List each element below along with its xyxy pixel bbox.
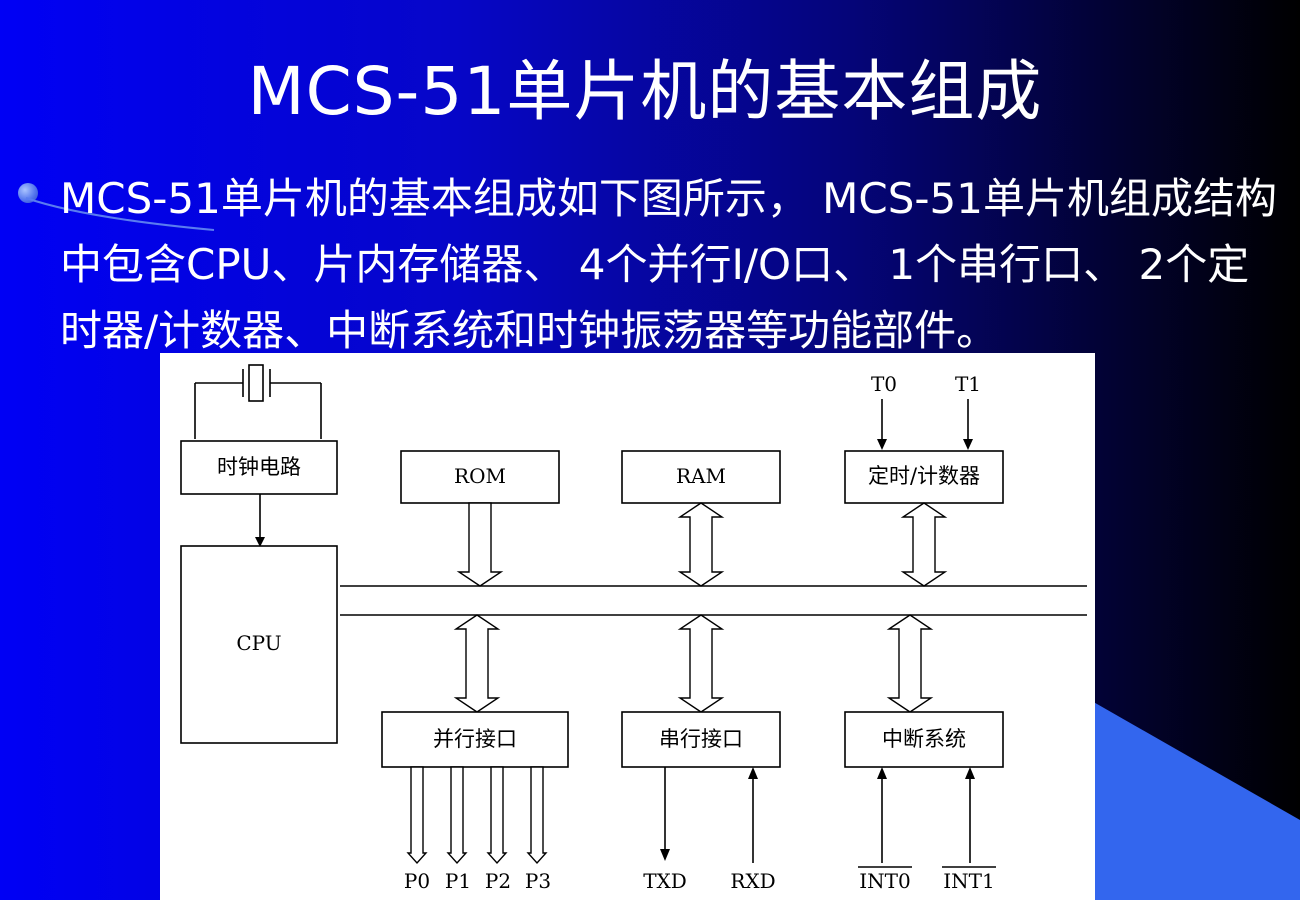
rom-label: ROM	[454, 464, 506, 488]
p0-label: P0	[404, 869, 430, 893]
rxd-arrow	[748, 767, 758, 779]
ram-bus-arrow	[677, 502, 725, 587]
interrupt-system-box	[844, 711, 1004, 768]
t1-label: T1	[955, 372, 981, 396]
rom-bus-arrow	[456, 502, 504, 587]
clock-circuit-label: 时钟电路	[217, 455, 301, 479]
timer-counter-label: 定时/计数器	[868, 464, 980, 488]
p3-label: P3	[525, 869, 551, 893]
int1-label: INT1	[943, 869, 994, 893]
p0-arrow	[406, 766, 428, 865]
cpu-label: CPU	[236, 631, 281, 655]
parallel-interface-box	[381, 711, 569, 768]
p2-arrow	[486, 766, 508, 865]
int0-arrow	[877, 767, 887, 779]
interrupt-system-label: 中断系统	[882, 727, 966, 751]
timer-bus-arrow	[900, 502, 948, 587]
crystal-oscillator-icon	[194, 364, 322, 439]
p2-label: P2	[485, 869, 511, 893]
serial-bus-arrow	[677, 614, 725, 713]
bullet-swoosh-icon	[25, 197, 215, 231]
ram-box	[621, 450, 781, 504]
p1-label: P1	[445, 869, 471, 893]
cpu-box	[180, 545, 338, 744]
t0-label: T0	[871, 372, 897, 396]
bullet-text: MCS-51单片机的基本组成如下图所示， MCS-51单片机组成结构中包含CPU…	[60, 174, 1277, 355]
int0-label: INT0	[859, 869, 910, 893]
t1-arrow	[963, 439, 973, 450]
bullet-icon	[18, 183, 38, 203]
rom-box	[400, 450, 560, 504]
serial-interface-box	[621, 711, 781, 768]
architecture-diagram: 时钟电路 CPU ROM RAM 定时/计数器 T0 T1	[160, 353, 1095, 900]
clock-circuit-box	[180, 440, 338, 495]
p1-arrow	[446, 766, 468, 865]
txd-label: TXD	[643, 869, 687, 893]
txd-arrow	[660, 849, 670, 861]
timer-counter-box	[844, 450, 1004, 504]
p3-arrow	[526, 766, 548, 865]
t0-arrow	[877, 439, 887, 450]
serial-interface-label: 串行接口	[659, 727, 743, 751]
parallel-bus-arrow	[453, 614, 501, 713]
ram-label: RAM	[676, 464, 726, 488]
corner-accent	[1090, 700, 1300, 900]
int1-arrow	[965, 767, 975, 779]
clock-to-cpu-arrow	[255, 537, 265, 547]
rxd-label: RXD	[730, 869, 775, 893]
parallel-interface-label: 并行接口	[433, 727, 517, 751]
interrupt-bus-arrow	[886, 614, 934, 713]
slide-title: MCS-51单片机的基本组成	[247, 53, 1043, 130]
